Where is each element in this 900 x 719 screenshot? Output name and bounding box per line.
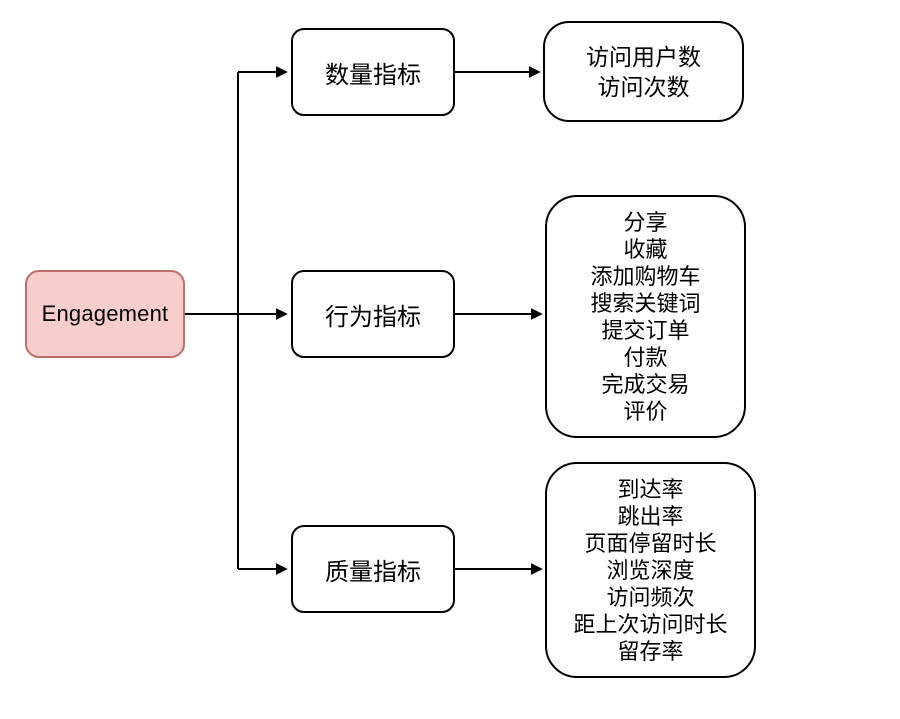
metric-item: 添加购物车 bbox=[590, 263, 701, 289]
node-behavior-metrics: 行为指标 bbox=[291, 270, 455, 358]
metric-item: 搜索关键词 bbox=[590, 290, 701, 316]
metric-item: 提交订单 bbox=[601, 317, 690, 343]
metric-item: 付款 bbox=[623, 344, 668, 370]
metric-item: 距上次访问时长 bbox=[573, 611, 728, 637]
node-quality-metrics-label: 质量指标 bbox=[325, 558, 421, 586]
node-engagement: Engagement bbox=[25, 270, 185, 358]
metric-item: 访问次数 bbox=[597, 73, 690, 100]
node-quantity-metrics-label: 数量指标 bbox=[325, 61, 421, 89]
metric-item: 留存率 bbox=[617, 638, 684, 664]
metric-item: 到达率 bbox=[617, 476, 684, 502]
node-quality-details: 到达率 跳出率 页面停留时长 浏览深度 访问频次 距上次访问时长 留存率 bbox=[545, 462, 756, 678]
node-engagement-label: Engagement bbox=[41, 301, 169, 326]
node-quantity-details: 访问用户数 访问次数 bbox=[543, 21, 744, 122]
metric-item: 访问用户数 bbox=[586, 43, 701, 70]
node-behavior-metrics-label: 行为指标 bbox=[325, 303, 421, 331]
node-quality-metrics: 质量指标 bbox=[291, 525, 455, 613]
metric-item: 分享 bbox=[623, 209, 668, 235]
metric-item: 评价 bbox=[623, 398, 668, 424]
metric-item: 跳出率 bbox=[617, 503, 684, 529]
metric-item: 浏览深度 bbox=[606, 557, 695, 583]
node-quantity-metrics: 数量指标 bbox=[291, 28, 455, 116]
metric-item: 页面停留时长 bbox=[584, 530, 717, 556]
metric-item: 收藏 bbox=[623, 236, 668, 262]
node-behavior-details: 分享 收藏 添加购物车 搜索关键词 提交订单 付款 完成交易 评价 bbox=[545, 195, 746, 438]
metric-item: 访问频次 bbox=[606, 584, 695, 610]
metric-item: 完成交易 bbox=[601, 371, 690, 397]
